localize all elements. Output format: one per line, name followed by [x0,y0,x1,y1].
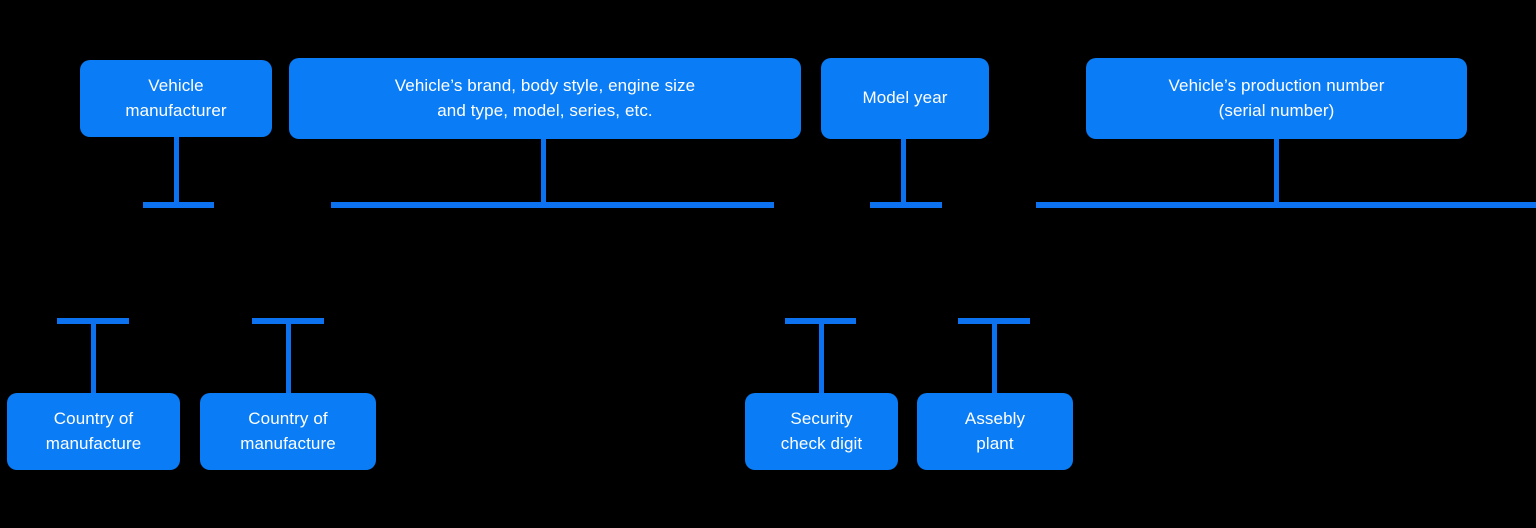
node-vds: Vehicle’s brand, body style, engine size… [289,58,801,139]
node-label-serial: Vehicle’s production number (serial numb… [1168,76,1385,120]
connector-stem-assembly-plant [992,318,997,393]
connector-stem-country-1 [91,318,96,393]
node-serial: Vehicle’s production number (serial numb… [1086,58,1467,139]
connector-bar-wmi [143,202,214,208]
connector-stem-serial [1274,139,1279,208]
connector-stem-check-digit [819,318,824,393]
connector-stem-model-year [901,139,906,208]
connector-bar-vds [331,202,774,208]
node-assembly-plant: Assebly plant [917,393,1073,470]
node-country-1: Country of manufacture [7,393,180,470]
connector-bar-model-year [870,202,942,208]
node-label-vds: Vehicle’s brand, body style, engine size… [394,76,696,120]
connector-stem-country-2 [286,318,291,393]
connector-bar-serial [1036,202,1536,208]
node-label-wmi: Vehicle manufacturer [125,76,227,120]
connector-stem-vds [541,139,546,208]
node-label-country-2: Country of manufacture [240,409,336,453]
node-label-check-digit: Security check digit [780,409,863,453]
node-model-year: Model year [821,58,989,139]
node-check-digit: Security check digit [745,393,898,470]
node-wmi: Vehicle manufacturer [80,60,272,137]
node-country-2: Country of manufacture [200,393,376,470]
node-label-model-year: Model year [862,88,948,108]
connector-stem-wmi [174,137,179,208]
node-label-assembly-plant: Assebly plant [964,409,1026,453]
node-label-country-1: Country of manufacture [45,409,142,453]
